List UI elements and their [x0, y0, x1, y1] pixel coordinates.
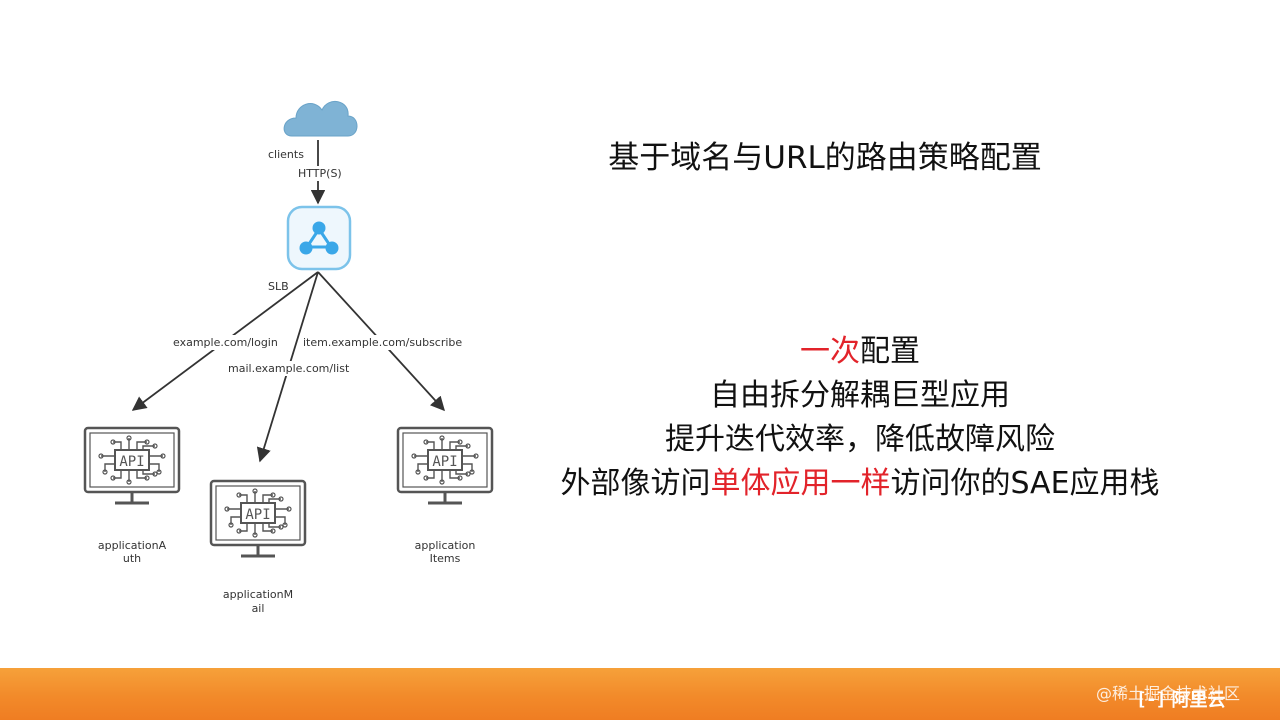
app-mail-label-line2: ail — [252, 602, 265, 615]
aliyun-logo-text: 阿里云 — [1171, 690, 1226, 711]
app-auth-label-line1: applicationA — [98, 539, 167, 552]
slb-label: SLB — [268, 280, 289, 293]
aliyun-logo: [-] 阿里云 — [1136, 686, 1226, 712]
feature-line-4: 外部像访问单体应用一样访问你的SAE应用栈 — [560, 466, 1160, 501]
app-mail-label-line1: applicationM — [223, 588, 293, 601]
api-server-icon-items: API — [396, 426, 494, 505]
cloud-icon — [283, 101, 358, 137]
app-items-label-line2: Items — [430, 552, 461, 565]
svg-text:API: API — [119, 454, 144, 470]
app-auth-label-line2: uth — [123, 552, 141, 565]
api-server-icon-auth: API — [83, 426, 181, 505]
api-server-icon-mail: API — [209, 479, 307, 558]
route-label-login: example.com/login — [173, 336, 278, 349]
watermark: @稀土掘金技术社区 — [1096, 684, 1241, 703]
feature-line-3: 提升迭代效率，降低故障风险 — [665, 422, 1055, 457]
slb-icon — [286, 205, 352, 271]
svg-text:API: API — [245, 507, 270, 523]
feature-list: 一次配置 自由拆分解耦巨型应用 提升迭代效率，降低故障风险 外部像访问单体应用一… — [500, 330, 1220, 506]
highlight-one-time: 一次 — [800, 334, 860, 369]
svg-text:API: API — [432, 454, 457, 470]
slide-title: 基于域名与URL的路由策略配置 — [608, 140, 1042, 176]
app-items-label-line1: application — [415, 539, 476, 552]
feature-line-2: 自由拆分解耦巨型应用 — [710, 378, 1010, 413]
protocol-label: HTTP(S) — [298, 167, 342, 180]
feature-line-1: 一次配置 — [800, 334, 920, 369]
routing-diagram: clients HTTP(S) SLB example.com/login it… — [83, 101, 494, 615]
aliyun-logo-icon: [-] — [1136, 688, 1166, 710]
highlight-monolith: 单体应用一样 — [710, 466, 891, 501]
clients-label: clients — [268, 148, 304, 161]
footer-bar — [0, 668, 1280, 720]
route-label-list: mail.example.com/list — [228, 362, 350, 375]
route-label-subscribe: item.example.com/subscribe — [303, 336, 462, 349]
